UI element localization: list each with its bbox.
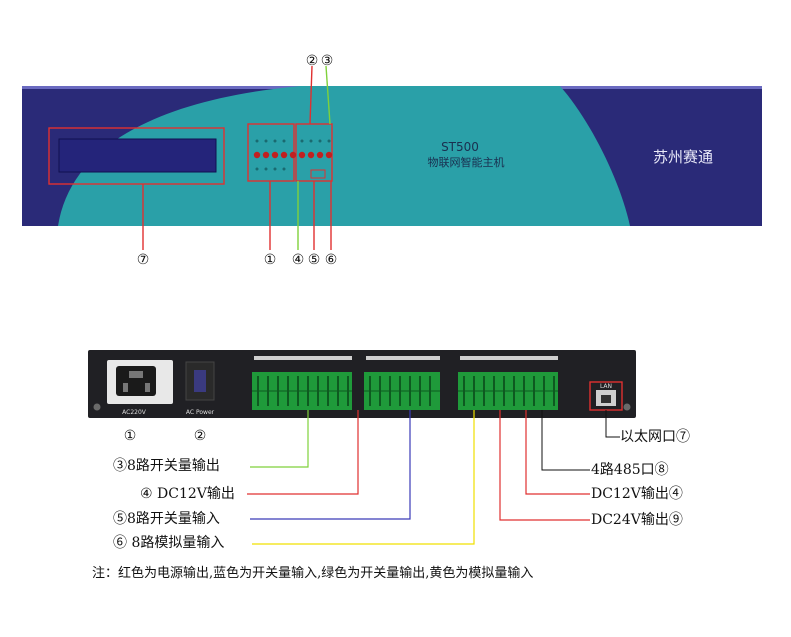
rear-panel: AC220V AC Power: [88, 350, 636, 545]
front-product-name: 物联网智能主机: [428, 155, 505, 169]
legend-left-3: ⑤8路开关量输入: [113, 511, 220, 527]
callout-1-front: ①: [264, 252, 277, 268]
power-label: AC220V: [122, 409, 147, 416]
legend-left-1-num: ③: [113, 458, 127, 474]
callout-2-front: ②: [306, 53, 319, 69]
callout-3-front: ③: [321, 53, 334, 69]
legend-right-4: DC24V输出⑨: [591, 512, 683, 528]
legend-left-2-text: DC12V输出: [157, 486, 235, 502]
callout-6-front: ⑥: [325, 252, 338, 268]
legend-left-3-text: 8路开关量输入: [127, 511, 220, 527]
callout-5-front: ⑤: [308, 252, 321, 268]
callout-4-front: ④: [292, 252, 305, 268]
leader-yellow: [252, 410, 475, 545]
callout-7-front: ⑦: [137, 252, 150, 268]
lan-label: LAN: [600, 383, 612, 390]
legend-left-3-num: ⑤: [113, 511, 127, 527]
switch-label: AC Power: [186, 409, 215, 416]
callout-1-rear: ①: [124, 428, 137, 444]
leader-green: [250, 410, 309, 468]
leader-lan: [605, 410, 620, 438]
legend-left-2: ④ DC12V输出: [140, 486, 235, 502]
lcd-display: [58, 138, 217, 173]
legend-left-1: ③8路开关量输出: [113, 458, 220, 474]
front-panel-arc: [58, 86, 630, 226]
legend-left-2-num: ④: [140, 486, 153, 502]
indicator-leds: [253, 151, 333, 159]
leader-dc12: [525, 410, 590, 495]
front-brand: 苏州赛通: [653, 148, 713, 166]
footnote: 注：红色为电源输出,蓝色为开关量输入,绿色为开关量输出,黄色为模拟量输入: [92, 566, 534, 581]
leader-485: [541, 410, 590, 471]
legend-left-4-text: 8路模拟量输入: [131, 535, 225, 551]
leader-dc24: [499, 410, 590, 521]
terminal-block-2: [364, 372, 440, 410]
legend-right-2: 4路485口⑧: [591, 462, 669, 478]
front-panel: ST500 物联网智能主机 苏州赛通 ② ③ ⑦ ① ④ ⑤ ⑥: [22, 53, 762, 268]
legend-left-4-num: ⑥: [113, 535, 127, 551]
leader-red-left: [247, 410, 359, 495]
front-model-text: ST500: [441, 140, 479, 154]
legend-left-1-text: 8路开关量输出: [127, 458, 220, 474]
callout-2-rear: ②: [194, 428, 207, 444]
legend-right-3: DC12V输出④: [591, 486, 683, 502]
legend-left-4: ⑥ 8路模拟量输入: [113, 535, 224, 551]
leader-blue: [250, 410, 411, 520]
legend-right-1: 以太网口⑦: [620, 429, 690, 445]
